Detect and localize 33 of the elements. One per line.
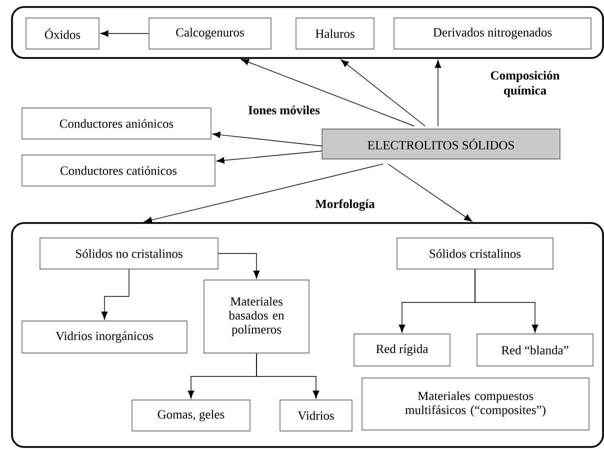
arrow (256, 353, 320, 399)
text-box: Materiales basados en polímeros (204, 280, 310, 354)
text-box: Red rígida (354, 334, 450, 366)
text-box: Conductores catiónicos (22, 154, 216, 186)
arrow (240, 58, 414, 126)
group-box (11, 6, 604, 59)
category-label: Composición química (490, 70, 560, 98)
text-box: Calcogenuros (148, 18, 272, 50)
arrow (340, 59, 426, 126)
text-box: Derivados nitrogenados (394, 18, 592, 50)
arrow (100, 30, 149, 37)
arrow (144, 164, 384, 224)
text-box: Red “blanda” (476, 334, 594, 366)
arrow (388, 164, 472, 222)
category-label: Morfología (315, 199, 375, 211)
text-box: Óxidos (26, 18, 100, 50)
text-box: Conductores aniónicos (22, 108, 212, 140)
text-box: Gomas, geles (132, 400, 250, 432)
arrow (434, 60, 442, 126)
arrow (474, 269, 538, 333)
arrow (218, 253, 260, 279)
arrow (101, 269, 130, 320)
main-box: ELECTROLITOS SÓLIDOS (322, 128, 560, 160)
category-label: Iones móviles (248, 106, 320, 114)
text-box: Vidrios inorgánicos (22, 320, 188, 354)
text-box: Haluros (296, 18, 374, 50)
arrow (212, 132, 322, 146)
arrow (216, 150, 322, 164)
text-box: Sólidos no cristalinos (40, 238, 218, 270)
text-box: Vidrios (280, 400, 352, 432)
group-box (11, 222, 604, 448)
text-box: Sólidos cristalinos (396, 238, 554, 270)
text-box: Materiales compuestos multifásicos (“composites”) (362, 378, 590, 430)
